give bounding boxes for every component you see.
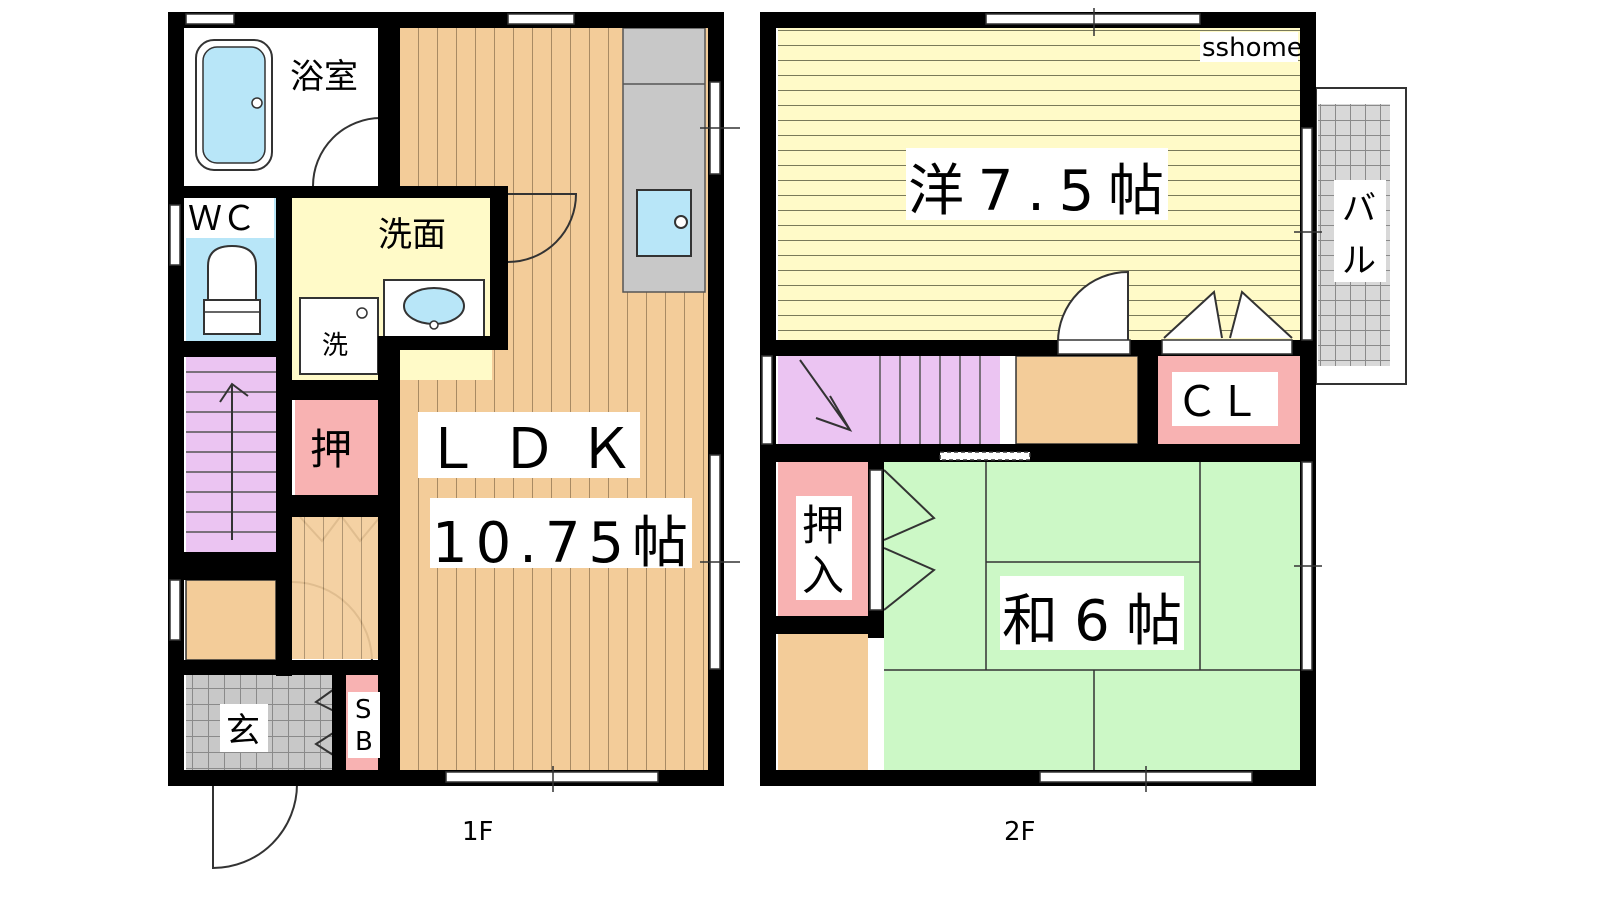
label-balcony-2: ル bbox=[1342, 241, 1376, 281]
caption-1f: 1F bbox=[462, 817, 494, 847]
label-ldk-size: 10.75帖 bbox=[432, 511, 688, 576]
western-door-swing bbox=[1057, 270, 1129, 343]
window-2f-balcony bbox=[1301, 127, 1313, 341]
sink-drain-icon bbox=[674, 215, 688, 229]
label-japanese: 和6帖 bbox=[1002, 589, 1182, 654]
storage-2f bbox=[778, 634, 868, 770]
toilet-icon bbox=[207, 244, 257, 301]
window-2f-stairs bbox=[761, 355, 773, 445]
oshiire-door-swing bbox=[883, 469, 936, 611]
label-oshi: 押 bbox=[310, 425, 352, 474]
label-sb-s: S bbox=[355, 695, 372, 725]
door-2f-western bbox=[1057, 339, 1131, 355]
watermark-text: sshome bbox=[1202, 33, 1303, 63]
entrance-door-swing bbox=[212, 783, 299, 870]
bath-door-swing bbox=[312, 116, 382, 187]
label-washroom: 洗面 bbox=[378, 215, 446, 255]
label-wc: ＷＣ bbox=[188, 199, 256, 239]
hall-floor bbox=[292, 517, 384, 659]
door-2f-cl bbox=[1161, 339, 1293, 355]
window-2f-top bbox=[985, 13, 1201, 25]
label-oshiire-1: 押 bbox=[802, 501, 844, 550]
fusuma-sliding bbox=[939, 451, 1031, 461]
label-ldk-name: ＬＤＫ bbox=[424, 417, 634, 482]
stairs-2f bbox=[778, 356, 1000, 444]
window-1f-bottom bbox=[445, 771, 659, 783]
label-closet: ＣＬ bbox=[1176, 377, 1260, 426]
label-balcony-1: バ bbox=[1342, 189, 1376, 229]
window-1f-stairs bbox=[169, 579, 181, 641]
window-1f-ldk-top bbox=[507, 13, 575, 25]
label-genkan: 玄 bbox=[226, 711, 260, 751]
label-oshiire-2: 入 bbox=[802, 551, 844, 600]
window-1f-bath bbox=[185, 13, 235, 25]
floor-2 bbox=[760, 8, 1407, 792]
label-washer: 洗 bbox=[322, 331, 348, 361]
labels: 浴室 ＷＣ 洗面 洗 押 ＬＤＫ 10.75帖 玄 S B 1F sshome … bbox=[186, 32, 1376, 847]
tatami-lines bbox=[884, 462, 1300, 770]
floor-1 bbox=[168, 12, 740, 870]
window-1f-wc bbox=[169, 204, 181, 266]
oshi-closet bbox=[295, 400, 385, 495]
stairs-2f-arrow-icon bbox=[799, 359, 853, 432]
stairs-1f-arrow-icon bbox=[219, 382, 249, 540]
label-western: 洋7.5帖 bbox=[908, 159, 1164, 224]
closet-door-swing bbox=[1163, 290, 1293, 339]
hall-2f bbox=[1015, 355, 1139, 445]
entry-storage bbox=[185, 579, 277, 661]
caption-2f: 2F bbox=[1004, 817, 1036, 847]
bath-drain-icon bbox=[251, 97, 263, 109]
label-bath: 浴室 bbox=[290, 57, 358, 97]
door-2f-oshiire bbox=[869, 469, 883, 611]
ldk-door-swing bbox=[507, 193, 578, 263]
label-sb-b: B bbox=[355, 727, 373, 757]
